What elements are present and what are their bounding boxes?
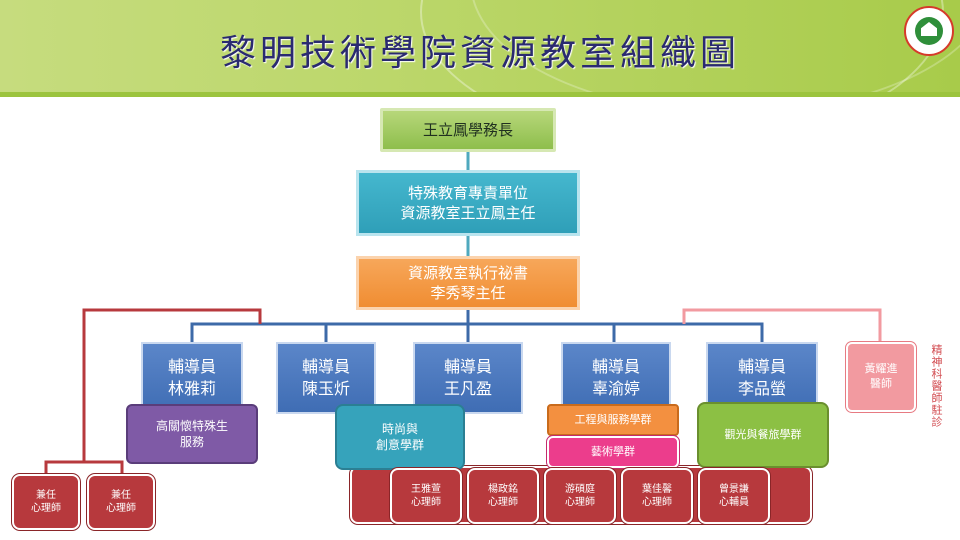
header-divider bbox=[0, 92, 960, 97]
secretary-line-1: 資源教室執行祕書 bbox=[407, 263, 528, 282]
counselor-box: 輔導員 辜渝婷 bbox=[561, 342, 671, 414]
psychologist-box: 游碩庭 心理師 bbox=[544, 468, 616, 524]
unit-line-1: 特殊教育專責單位 bbox=[407, 183, 528, 202]
psychologist-title: 心理師 bbox=[411, 497, 441, 508]
counselor-name: 辜渝婷 bbox=[591, 379, 640, 398]
fashion-group-box: 時尚與 創意學群 bbox=[335, 404, 465, 470]
psychologist-title: 心理師 bbox=[565, 497, 595, 508]
psychologist-name: 葉佳馨 bbox=[642, 483, 672, 495]
psychologist-box: 葉佳馨 心理師 bbox=[621, 468, 693, 524]
connector-pink-doctor bbox=[682, 308, 882, 342]
special-ed-unit-box: 特殊教育專責單位 資源教室王立鳳主任 bbox=[356, 170, 580, 236]
school-logo-icon bbox=[904, 6, 954, 56]
doctor-name: 黃耀進 bbox=[864, 362, 898, 376]
psychologist-title: 心理師 bbox=[642, 497, 672, 508]
unit-line-2: 資源教室王立鳳主任 bbox=[400, 204, 536, 222]
part-time-psychologist-box: 兼任 心理師 bbox=[87, 474, 155, 530]
part-time-line-1: 兼任 bbox=[36, 489, 56, 501]
doctor-box: 黃耀進 醫師 bbox=[846, 342, 916, 412]
care-line-1: 高關懷特殊生 bbox=[155, 418, 228, 433]
arts-group-box: 藝術學群 bbox=[547, 436, 679, 468]
header-banner bbox=[0, 0, 960, 96]
psychologist-name: 游碩庭 bbox=[565, 483, 595, 495]
counselor-name: 王凡盈 bbox=[443, 379, 492, 398]
care-line-2: 服務 bbox=[179, 435, 204, 449]
fashion-line-2: 創意學群 bbox=[375, 438, 424, 452]
connector-counselor-bus bbox=[190, 322, 764, 342]
dean-box: 王立鳳學務長 bbox=[380, 108, 556, 152]
psychologist-name: 曾景謙 bbox=[719, 483, 749, 495]
tourism-label: 觀光與餐旅學群 bbox=[724, 427, 802, 441]
counselor-role: 輔導員 bbox=[443, 357, 492, 377]
psychologist-box: 楊政銘 心理師 bbox=[467, 468, 539, 524]
part-time-psychologist-box: 兼任 心理師 bbox=[12, 474, 80, 530]
counselor-name: 陳玉炘 bbox=[301, 379, 350, 398]
counselor-name: 李品螢 bbox=[737, 379, 786, 398]
psychologist-name: 楊政銘 bbox=[488, 483, 518, 495]
part-time-line-2: 心理師 bbox=[106, 503, 136, 514]
connector-red-part-time bbox=[82, 308, 262, 462]
page-title: 黎明技術學院資源教室組織圖 bbox=[219, 33, 740, 74]
psychologist-box: 王雅萱 心理師 bbox=[390, 468, 462, 524]
counselor-role: 輔導員 bbox=[591, 357, 640, 377]
engineering-group-box: 工程與服務學群 bbox=[547, 404, 679, 436]
part-time-line-1: 兼任 bbox=[111, 489, 131, 501]
psychologist-title: 心理師 bbox=[488, 497, 518, 508]
psychiatrist-note: 精神科醫師駐診 bbox=[930, 344, 943, 428]
counselor-role: 輔導員 bbox=[301, 357, 350, 377]
counselor-role: 輔導員 bbox=[737, 357, 786, 377]
dean-label: 王立鳳學務長 bbox=[422, 120, 513, 139]
counselor-box: 輔導員 王凡盈 bbox=[413, 342, 523, 414]
arts-label: 藝術學群 bbox=[591, 444, 635, 458]
psychologist-name: 王雅萱 bbox=[411, 483, 441, 495]
psychologist-title: 心輔員 bbox=[719, 497, 749, 508]
fashion-line-1: 時尚與 bbox=[381, 421, 418, 436]
tourism-group-box: 觀光與餐旅學群 bbox=[697, 402, 829, 468]
secretary-box: 資源教室執行祕書 李秀琴主任 bbox=[356, 256, 580, 310]
secretary-line-2: 李秀琴主任 bbox=[430, 284, 506, 302]
engineering-label: 工程與服務學群 bbox=[574, 412, 652, 426]
counselor-name: 林雅莉 bbox=[167, 379, 216, 398]
part-time-line-2: 心理師 bbox=[31, 503, 61, 514]
connector-red-split bbox=[44, 460, 124, 476]
counselor-role: 輔導員 bbox=[167, 357, 216, 377]
doctor-title: 醫師 bbox=[870, 377, 892, 390]
logo-house-mark bbox=[921, 22, 937, 36]
care-group-box: 高關懷特殊生 服務 bbox=[126, 404, 258, 464]
counselor-box: 輔導員 陳玉炘 bbox=[276, 342, 376, 414]
psychologist-box: 曾景謙 心輔員 bbox=[698, 468, 770, 524]
